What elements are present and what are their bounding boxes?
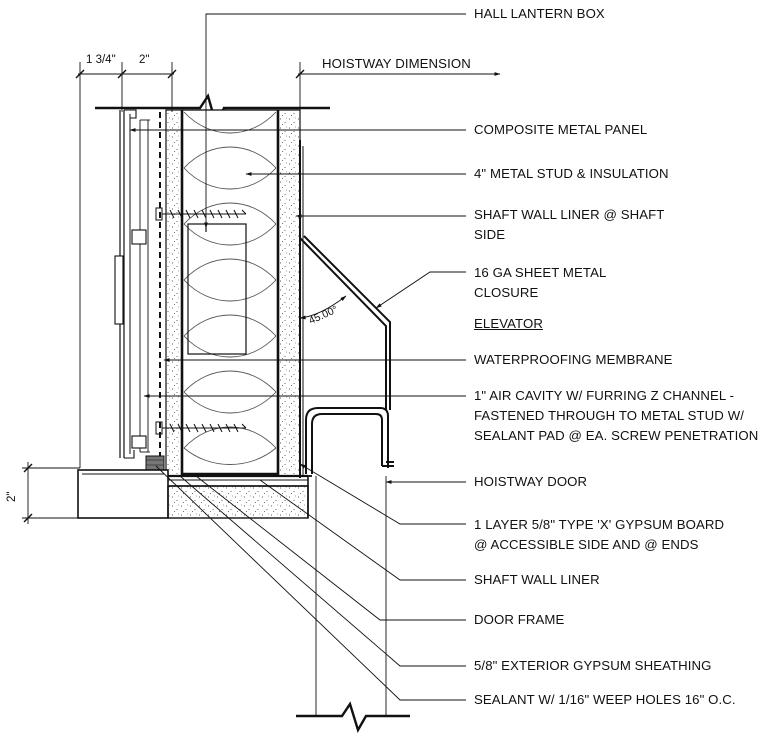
dim-sill-height: 2" <box>6 491 18 502</box>
label-shaft-wall-liner-shaft-side-line2: SIDE <box>474 227 506 242</box>
panel-clip <box>114 229 147 449</box>
hoistway-door-panel <box>315 476 387 716</box>
angle-dimension <box>299 295 347 320</box>
sealant-bead <box>145 455 165 471</box>
shaft-wall-liner <box>277 109 301 477</box>
sill-block <box>77 469 169 519</box>
insulation-batt <box>183 111 277 465</box>
label-air-cavity-line3: SEALANT PAD @ EA. SCREW PENETRATION <box>474 428 759 443</box>
composite-metal-panel <box>119 109 150 459</box>
label-waterproofing-membrane: WATERPROOFING MEMBRANE <box>474 352 673 367</box>
label-hoistway-door: HOISTWAY DOOR <box>474 474 588 489</box>
label-metal-stud-insulation: 4" METAL STUD & INSULATION <box>474 166 669 181</box>
hoistway-dimension-line <box>295 62 501 110</box>
label-exterior-gypsum-sheathing: 5/8" EXTERIOR GYPSUM SHEATHING <box>474 658 712 673</box>
label-air-cavity-line2: FASTENED THROUGH TO METAL STUD W/ <box>474 408 745 423</box>
metal-stud-wall <box>180 109 280 477</box>
label-elevator: ELEVATOR <box>474 316 543 331</box>
sheet-metal-closure <box>299 235 391 410</box>
label-gypsum-board-line1: 1 LAYER 5/8" TYPE 'X' GYPSUM BOARD <box>474 517 725 532</box>
exterior-gypsum-sheathing <box>165 109 183 477</box>
label-hall-lantern-box: HALL LANTERN BOX <box>474 6 605 21</box>
bottom-break-line <box>296 701 410 734</box>
leader-lines <box>129 13 466 701</box>
base-gypsum-board <box>167 474 309 519</box>
label-shaft-wall-liner: SHAFT WALL LINER <box>474 572 600 587</box>
label-gypsum-board-line2: @ ACCESSIBLE SIDE AND @ ENDS <box>474 537 699 552</box>
label-sealant-weep-holes: SEALANT W/ 1/16" WEEP HOLES 16" O.C. <box>474 692 736 707</box>
label-sheet-metal-closure-line1: 16 GA SHEET METAL <box>474 265 607 280</box>
label-hoistway-dimension: HOISTWAY DIMENSION <box>322 56 471 71</box>
dim-cavity-depth: 2" <box>139 54 150 66</box>
label-sheet-metal-closure-line2: CLOSURE <box>474 285 539 300</box>
label-shaft-wall-liner-shaft-side-line1: SHAFT WALL LINER @ SHAFT <box>474 207 665 222</box>
dim-panel-depth: 1 3/4" <box>86 54 116 66</box>
top-dimensions <box>75 62 177 468</box>
label-door-frame: DOOR FRAME <box>474 612 565 627</box>
sill-dimension <box>22 462 80 524</box>
label-air-cavity-line1: 1" AIR CAVITY W/ FURRING Z CHANNEL - <box>474 388 735 403</box>
label-composite-metal-panel: COMPOSITE METAL PANEL <box>474 122 648 137</box>
hoistway-door-head <box>305 407 394 474</box>
